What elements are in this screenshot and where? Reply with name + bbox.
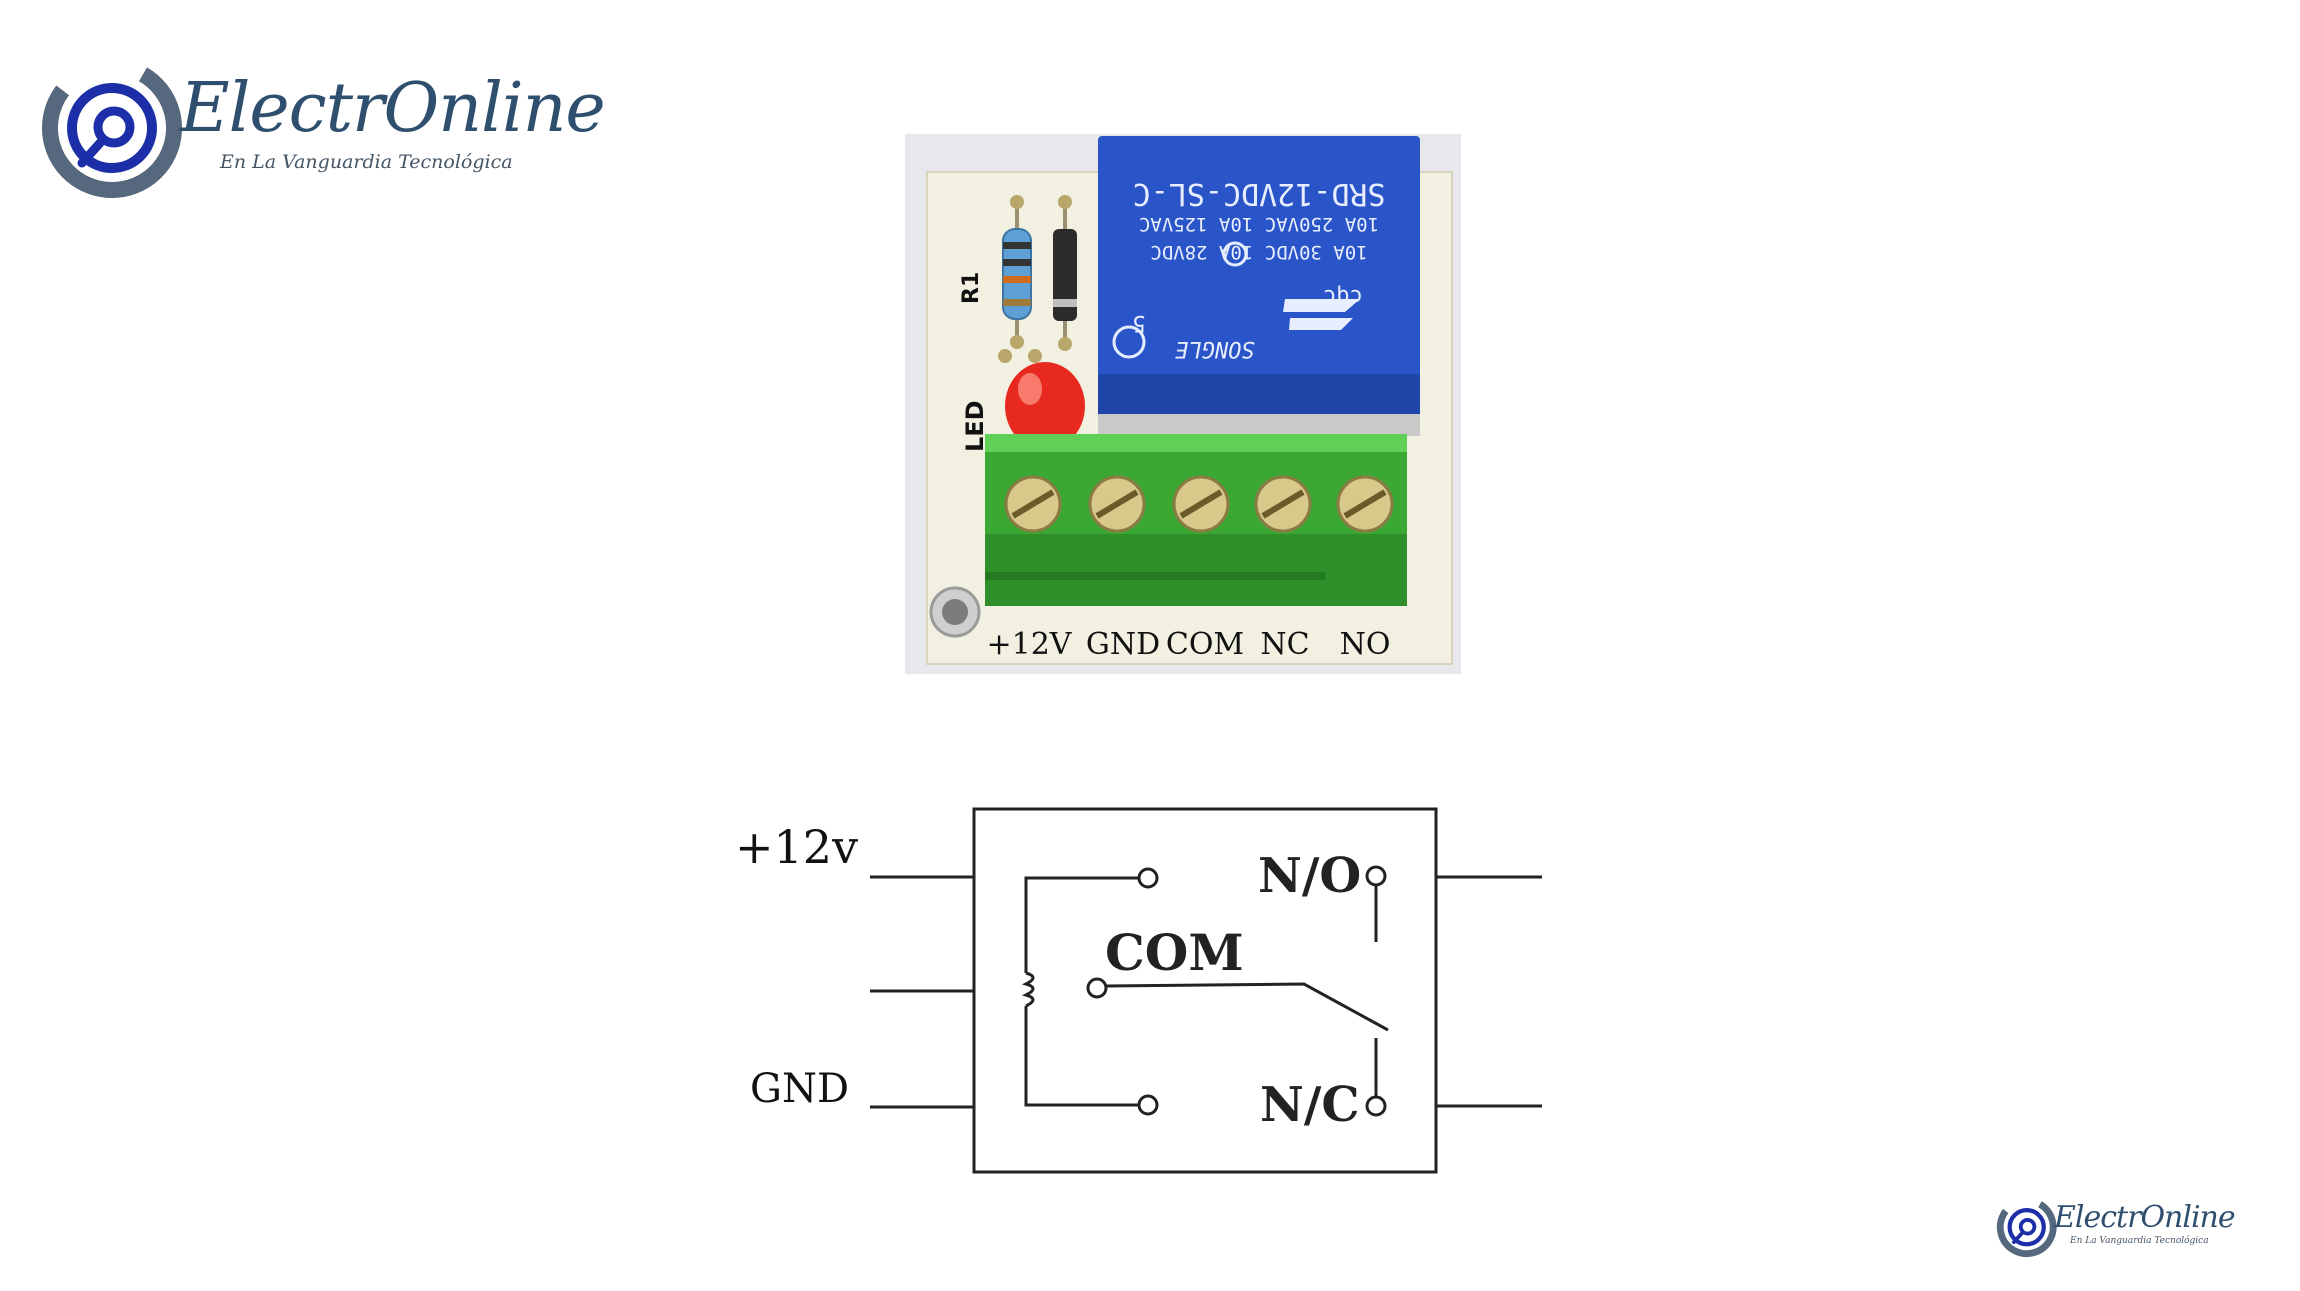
relay-rating-1: 10A 250VAC 10A 125VAC [1139, 213, 1379, 235]
coil-symbol [1021, 971, 1035, 1008]
contact-label-com: COM [1105, 923, 1244, 982]
contact-label-no: N/O [1258, 848, 1361, 904]
label-gnd: GND [750, 1066, 849, 1112]
brand-name: ElectrOnline [180, 69, 606, 148]
songle-logo-icon [1283, 299, 1360, 330]
coil-terminal-bottom [1137, 1094, 1159, 1116]
electronline-logo-small-icon [1996, 1197, 2057, 1258]
relay-module-photo: R1 LED SRD-12VDC-SL-C 10A 250VAC 10A 125… [905, 134, 1461, 674]
relay-number: 5 [1132, 310, 1145, 335]
electronline-logo-icon [42, 58, 182, 198]
relay-schematic: +12v GND N/O COM N/C [720, 780, 1580, 1200]
resistor-label: R1 [959, 272, 984, 304]
relay-brand: SONGLE [1175, 336, 1255, 361]
led-label: LED [961, 400, 989, 452]
diode [1053, 229, 1077, 321]
relay-rating-2: 10A 30VDC 10A 28VDC [1150, 241, 1367, 263]
coil-terminal-top [1137, 867, 1159, 889]
resistor [1002, 228, 1032, 320]
terminal-label-no: NO [1340, 627, 1391, 662]
brand-logo: ElectrOnline En La Vanguardia Tecnológic… [40, 55, 606, 205]
contact-label-nc: N/C [1260, 1077, 1360, 1133]
brand-tagline: En La Vanguardia Tecnológica [220, 151, 513, 173]
terminal-screws [1004, 475, 1394, 533]
terminal-label-12v: +12V [987, 627, 1073, 662]
com-terminal [1086, 977, 1108, 999]
brand-name-small: ElectrOnline [2054, 1200, 2236, 1235]
no-terminal [1365, 865, 1387, 887]
label-12v: +12v [735, 820, 858, 874]
relay-body [1098, 136, 1420, 424]
brand-tagline-small: En La Vanguardia Tecnológica [2070, 1236, 2209, 1246]
relay-outline [972, 807, 1438, 1174]
brand-logo-small: ElectrOnline En La Vanguardia Tecnológic… [1996, 1196, 2236, 1260]
nc-terminal [1365, 1095, 1387, 1117]
relay-model: SRD-12VDC-SL-C [1133, 176, 1386, 211]
terminal-label-com: COM [1166, 627, 1244, 662]
terminal-label-nc: NC [1260, 627, 1309, 662]
terminal-label-gnd: GND [1086, 627, 1160, 662]
